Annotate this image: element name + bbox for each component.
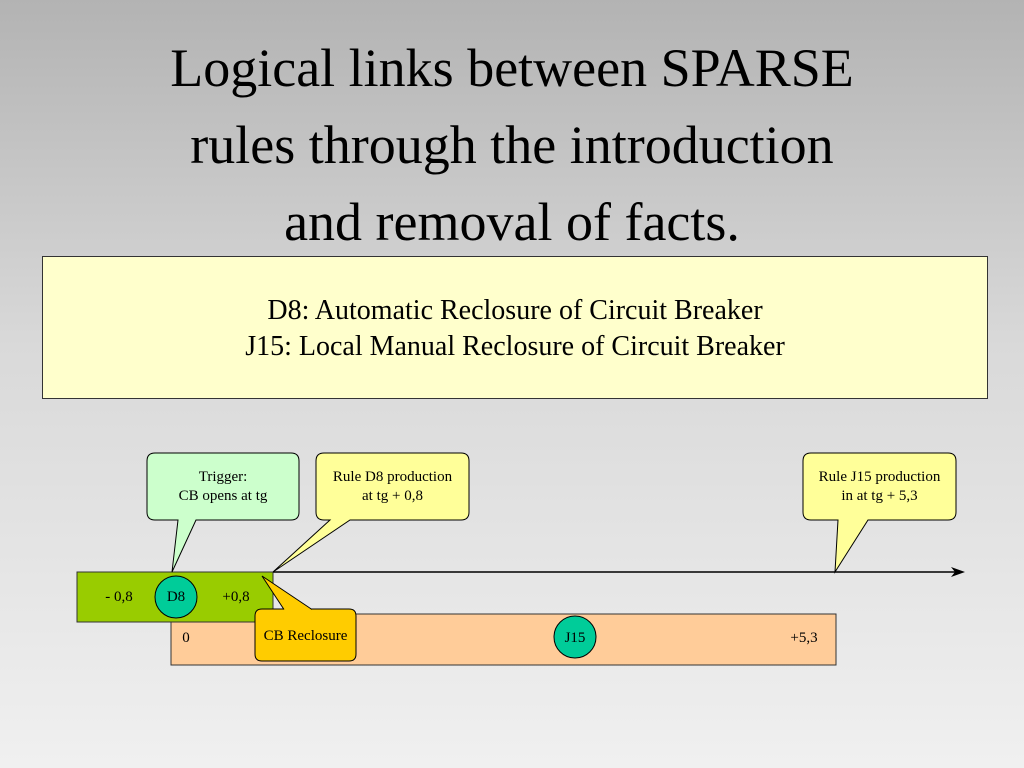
rule-definitions-box: D8: Automatic Reclosure of Circuit Break… [42, 256, 988, 399]
d8-node-label: D8 [166, 589, 186, 605]
rule-d8-callout-text: Rule D8 production at tg + 0,8 [316, 468, 469, 506]
title-line-3: and removal of facts. [284, 192, 740, 252]
rule-d8-callout-bubble [272, 452, 470, 573]
j15-node-label: J15 [564, 630, 586, 646]
trigger-callout-text: Trigger: CB opens at tg [150, 468, 296, 506]
d8-node [154, 575, 198, 619]
rule-j15-definition: J15: Local Manual Reclosure of Circuit B… [245, 331, 785, 362]
rule-j15-callout-bubble [802, 452, 957, 574]
d8-window-start-label: - 0,8 [105, 589, 133, 605]
cb-reclosure-label: CB Reclosure [263, 628, 348, 644]
trigger-condition: CB opens at tg [178, 488, 268, 504]
j15-node [553, 615, 597, 659]
rule-j15-timing: in at tg + 5,3 [841, 488, 918, 504]
time-axis-arrowhead [951, 567, 965, 577]
title-line-2: rules through the introduction [190, 115, 834, 175]
j15-window-end-label: +5,3 [790, 630, 818, 646]
d8-window-end-label: +0,8 [222, 589, 250, 605]
title-line-1: Logical links between SPARSE [170, 38, 854, 98]
rule-d8-timing: at tg + 0,8 [362, 488, 423, 504]
j15-window-start-label: 0 [182, 630, 190, 646]
page-title: Logical links between SPARSE rules throu… [0, 30, 1024, 261]
trigger-callout-bubble [146, 452, 300, 573]
trigger-label: Trigger: [198, 469, 248, 485]
rule-j15-callout-text: Rule J15 production in at tg + 5,3 [803, 468, 956, 506]
cb-reclosure-callout [254, 608, 357, 662]
rule-d8-definition: D8: Automatic Reclosure of Circuit Break… [267, 295, 763, 326]
rule-j15-label: Rule J15 production [818, 469, 941, 485]
rule-d8-label: Rule D8 production [332, 469, 453, 485]
